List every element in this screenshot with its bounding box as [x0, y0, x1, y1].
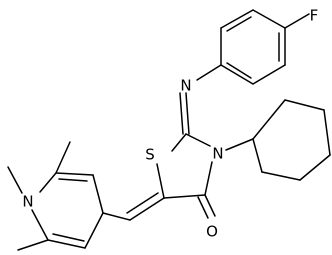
imine-nitrogen-label: N	[180, 77, 191, 95]
methylidene-bridge	[102, 192, 165, 221]
atom-labels: F N N S O N	[22, 7, 318, 241]
fluorine-label: F	[310, 7, 319, 25]
ring-nitrogen-label: N	[212, 145, 223, 163]
sulfur-label: S	[145, 146, 155, 164]
pyrrole-ring	[31, 172, 104, 249]
thiazolidinone-ring	[156, 133, 216, 219]
carbonyl-oxygen-label: O	[206, 223, 218, 241]
methyl-groups	[7, 141, 71, 251]
cyclohexyl-ring	[225, 99, 331, 181]
pyrrole-nitrogen-label: N	[22, 193, 33, 211]
imine-linkage	[179, 64, 222, 135]
fluorophenyl-ring	[220, 9, 310, 85]
